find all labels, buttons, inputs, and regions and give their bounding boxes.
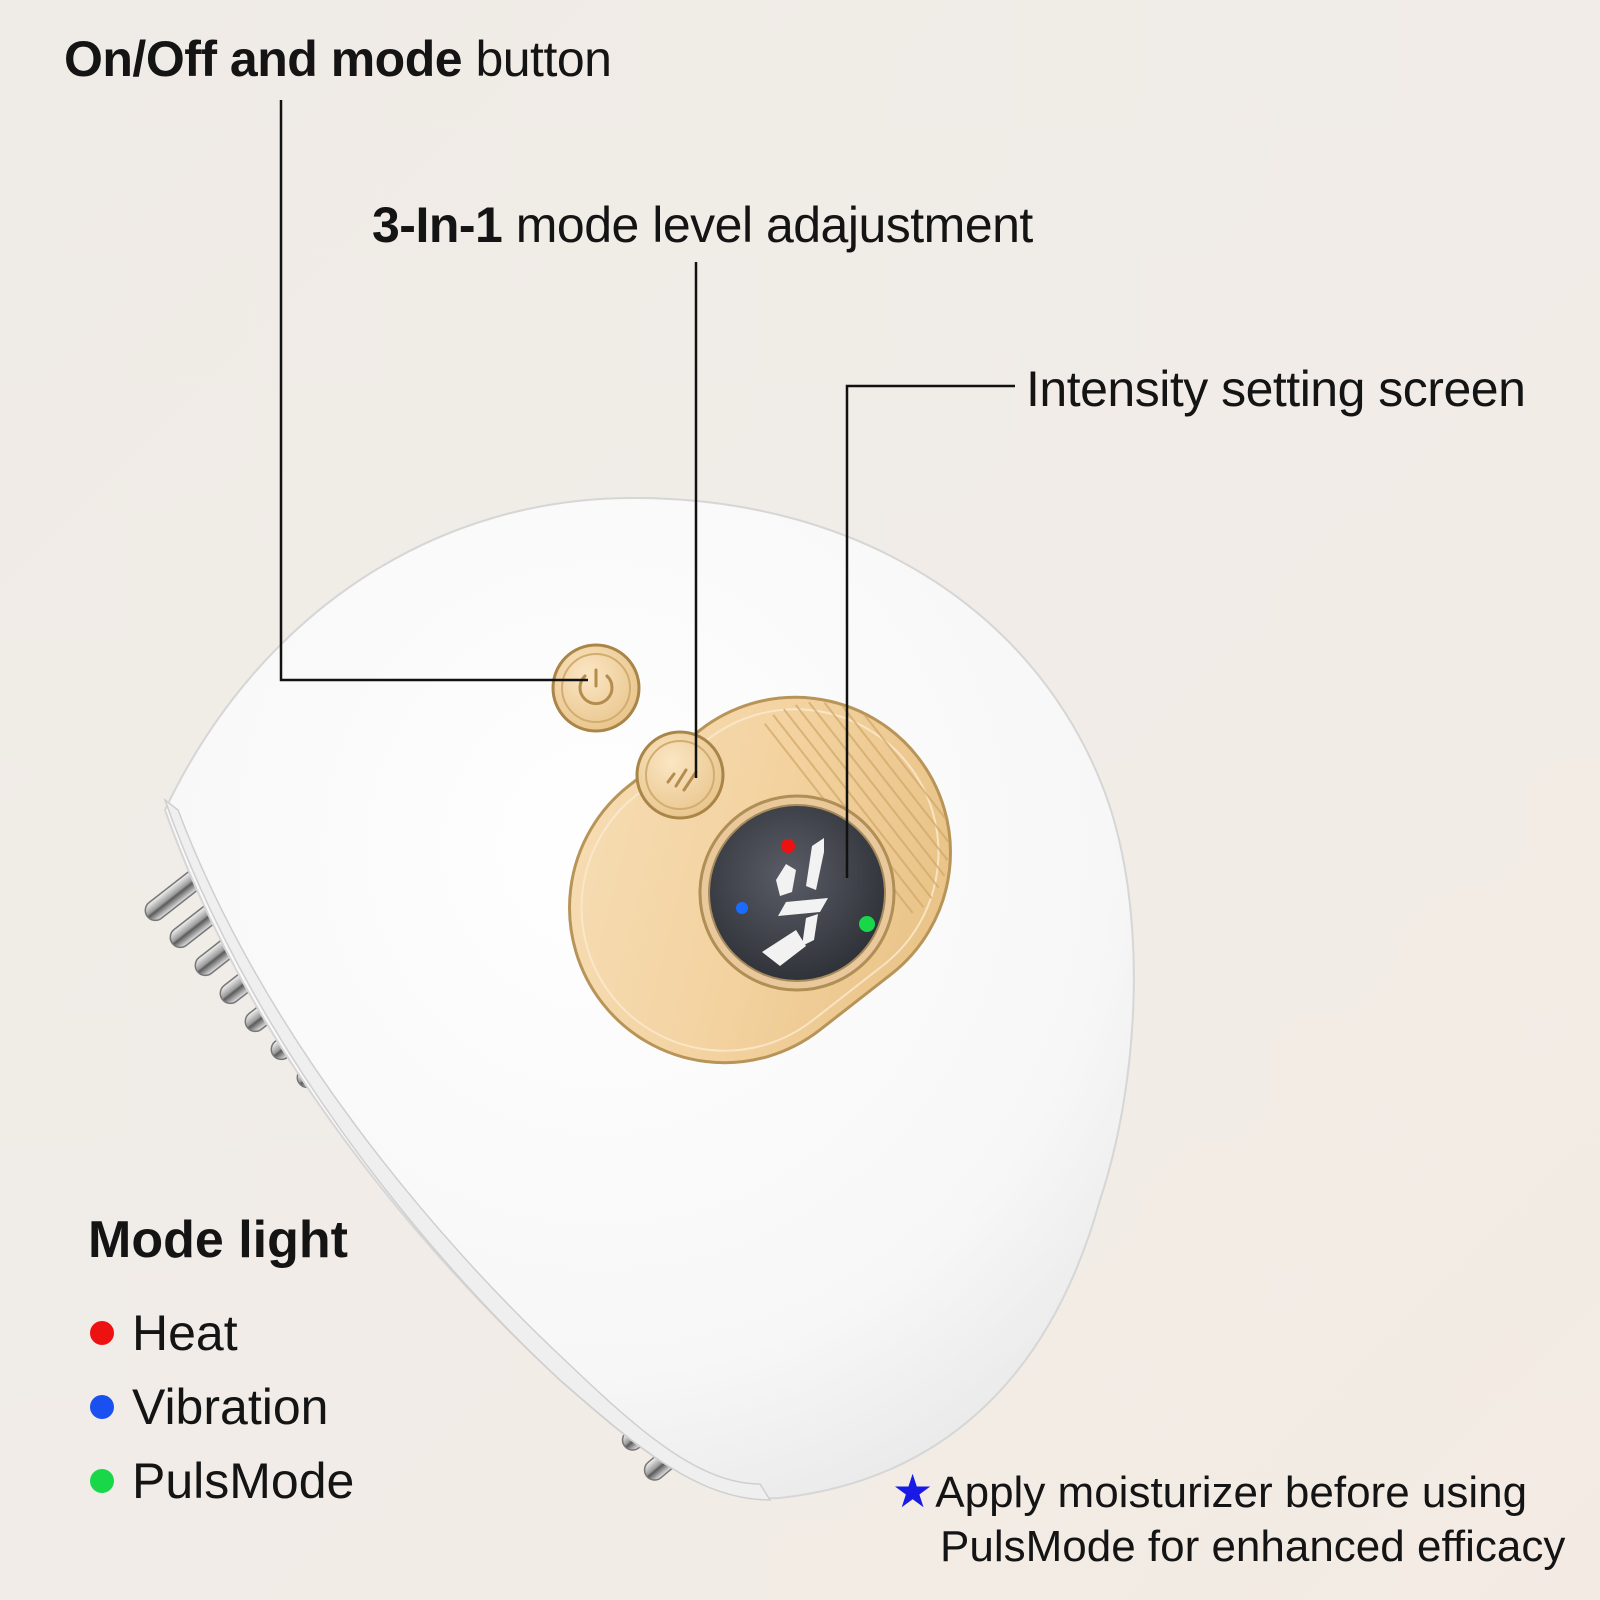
screen-digit-segments xyxy=(762,838,828,966)
screen-light-heat xyxy=(781,839,795,853)
legend-item-vibration: Vibration xyxy=(88,1370,354,1444)
legend-item-heat: Heat xyxy=(88,1296,354,1370)
legend-item-label: Vibration xyxy=(132,1379,329,1435)
level-icon xyxy=(666,768,698,792)
callout-level-rest: mode level adajustment xyxy=(502,197,1034,253)
callout-onoff-label: On/Off and mode button xyxy=(64,31,612,87)
mode-light-legend: Mode light Heat Vibration PulsMode xyxy=(88,1210,354,1518)
intensity-screen xyxy=(698,794,896,992)
callout-screen-label: Intensity setting screen xyxy=(1026,361,1526,417)
callout-onoff-bold: On/Off and mode xyxy=(64,31,463,87)
legend-title: Mode light xyxy=(88,1211,348,1269)
screen-light-vibration xyxy=(736,902,748,914)
legend-item-label: PulsMode xyxy=(132,1453,355,1509)
vibration-dot-icon xyxy=(90,1395,114,1419)
power-icon xyxy=(578,668,614,706)
star-icon: ★ xyxy=(892,1465,934,1517)
leader-lines xyxy=(279,100,1015,878)
callout-level-label: 3-In-1 mode level adajustment xyxy=(372,200,1033,250)
callout-onoff-rest: button xyxy=(462,31,612,87)
leader-onoff xyxy=(279,100,588,682)
legend-item-label: Heat xyxy=(132,1305,238,1361)
legend-item-pulsmode: PulsMode xyxy=(88,1444,354,1518)
callout-level-bold: 3-In-1 xyxy=(372,197,503,253)
leader-screen xyxy=(845,384,1015,878)
screen-light-pulsmode xyxy=(859,916,875,932)
power-button[interactable] xyxy=(551,643,641,733)
note-line-2: PulsMode for enhanced efficacy xyxy=(940,1522,1566,1571)
usage-note: ★Apply moisturizer before using PulsMode… xyxy=(892,1464,1565,1574)
device-rim xyxy=(163,797,772,1501)
pulsmode-dot-icon xyxy=(90,1469,114,1493)
level-button[interactable] xyxy=(635,730,725,820)
note-line-1: Apply moisturizer before using xyxy=(935,1468,1528,1517)
heat-dot-icon xyxy=(90,1321,114,1345)
